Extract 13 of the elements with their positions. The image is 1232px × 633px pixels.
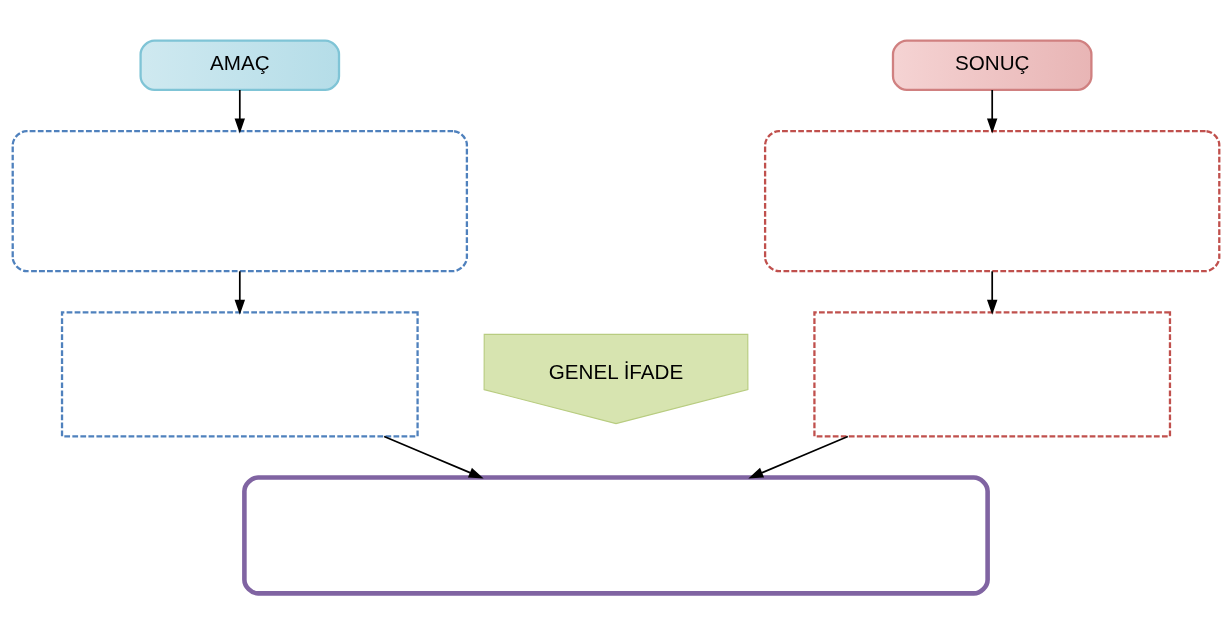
arrow (234, 269, 246, 315)
node-box: SONUÇ (891, 38, 1093, 91)
arrow (234, 88, 246, 133)
arrow (986, 269, 998, 315)
node-box (242, 474, 990, 596)
node-box (763, 129, 1221, 272)
arrow (748, 435, 849, 478)
arrow (986, 88, 998, 133)
node-box (813, 310, 1172, 437)
node-box (60, 310, 419, 437)
arrow (383, 435, 484, 478)
node-box: AMAÇ (139, 38, 341, 91)
node-box (11, 129, 469, 272)
